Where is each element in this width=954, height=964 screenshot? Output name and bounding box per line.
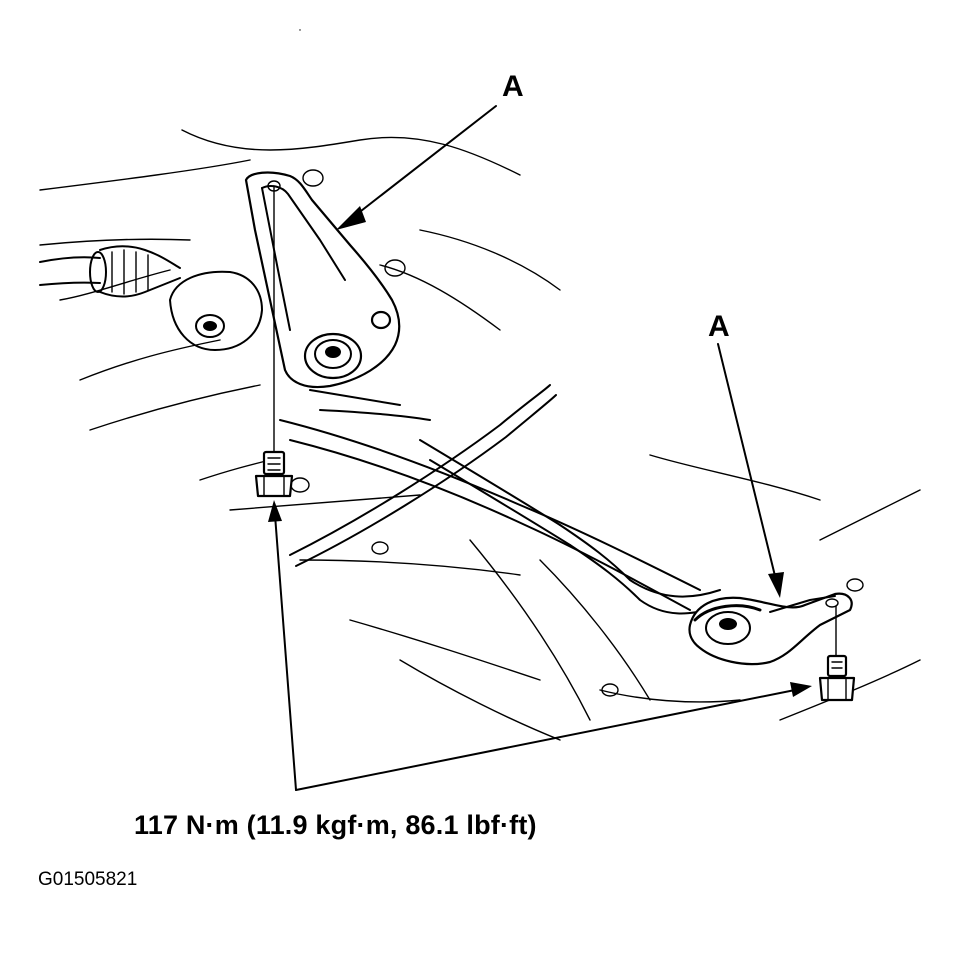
callout-label-a-right: A bbox=[708, 310, 730, 343]
callout-label-a-top: A bbox=[502, 70, 524, 103]
bracket-a-right bbox=[688, 592, 853, 666]
torque-leader-lines bbox=[268, 500, 812, 791]
callout-arrow-right bbox=[717, 343, 784, 598]
bolt-axis-lines bbox=[273, 185, 837, 657]
chassis-background bbox=[39, 29, 921, 741]
bolt-right bbox=[818, 654, 856, 702]
figure-id: G01505821 bbox=[38, 869, 138, 890]
callout-arrow-top bbox=[336, 105, 497, 230]
bracket-a-top bbox=[244, 171, 401, 389]
torque-spec: 117 N·m (11.9 kgf·m, 86.1 lbf·ft) bbox=[134, 810, 537, 840]
bolt-left bbox=[254, 450, 294, 498]
